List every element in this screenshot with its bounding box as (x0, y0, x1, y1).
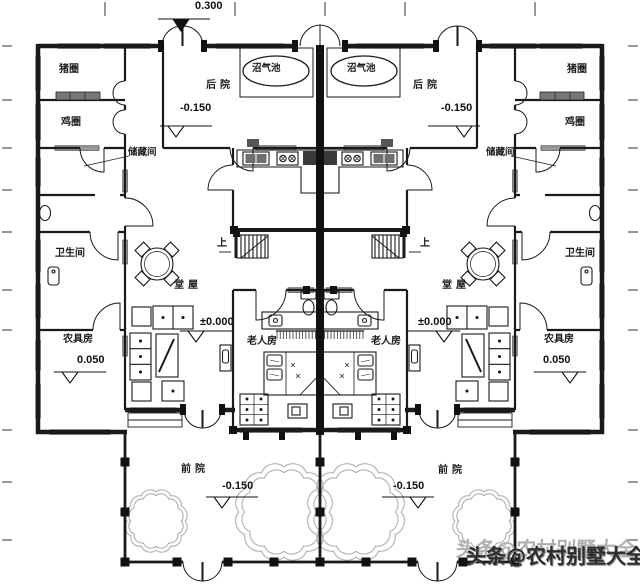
elevation-value-toolroom-left: 0.050 (77, 354, 105, 366)
room-label-back-yard-right: 后院 (413, 80, 441, 91)
elevation-value-backyard-left: -0.150 (180, 102, 212, 114)
room-label-tool-room-right: 农具房 (544, 334, 574, 345)
elevation-value-top: 0.300 (195, 0, 223, 12)
stairs-up-label-left: 上 (217, 238, 227, 249)
room-label-pig-pen-right: 猪圈 (567, 64, 587, 75)
right-unit (308, 2, 638, 581)
elevation-value-frontyard-left: -0.150 (222, 480, 254, 492)
room-label-main-hall-right: 堂屋 (442, 280, 470, 291)
party-wall (316, 45, 324, 435)
elevation-value-hall-left: ±0.000 (200, 316, 234, 328)
room-label-chicken-coop-left: 鸡圈 (61, 117, 81, 128)
room-label-front-yard-right: 前院 (438, 465, 466, 476)
left-unit (2, 2, 332, 581)
room-label-bathroom-left: 卫生间 (55, 248, 85, 259)
center-elements (158, 2, 326, 567)
room-label-main-hall-left: 堂屋 (174, 280, 202, 291)
center-columns (315, 457, 325, 567)
watermark: 头条@农村别墅大全 (466, 544, 640, 568)
room-label-elder-room-left: 老人房 (247, 336, 277, 347)
room-label-elder-room-right: 老人房 (371, 336, 401, 347)
room-label-storage-left: 储藏间 (128, 147, 157, 158)
room-label-front-yard-left: 前院 (181, 464, 209, 475)
elevation-value-backyard-right: -0.150 (441, 102, 473, 114)
room-label-back-yard-left: 后院 (206, 80, 234, 91)
room-label-storage-right: 储藏间 (486, 147, 515, 158)
top-elevation-marker (158, 18, 210, 32)
room-label-tool-room-left: 农具房 (63, 334, 93, 345)
room-label-bathroom-right: 卫生间 (565, 248, 595, 259)
elevation-value-frontyard-right: -0.150 (393, 480, 425, 492)
room-label-biogas-right: 沼气池 (347, 63, 376, 74)
stairs-up-label-right: 上 (420, 238, 430, 249)
elevation-value-hall-right: ±0.000 (418, 316, 452, 328)
elevation-value-toolroom-right: 0.050 (543, 354, 571, 366)
room-label-biogas-left: 沼气池 (252, 63, 281, 74)
room-label-pig-pen-left: 猪圈 (59, 64, 79, 75)
room-label-chicken-coop-right: 鸡圈 (565, 117, 585, 128)
